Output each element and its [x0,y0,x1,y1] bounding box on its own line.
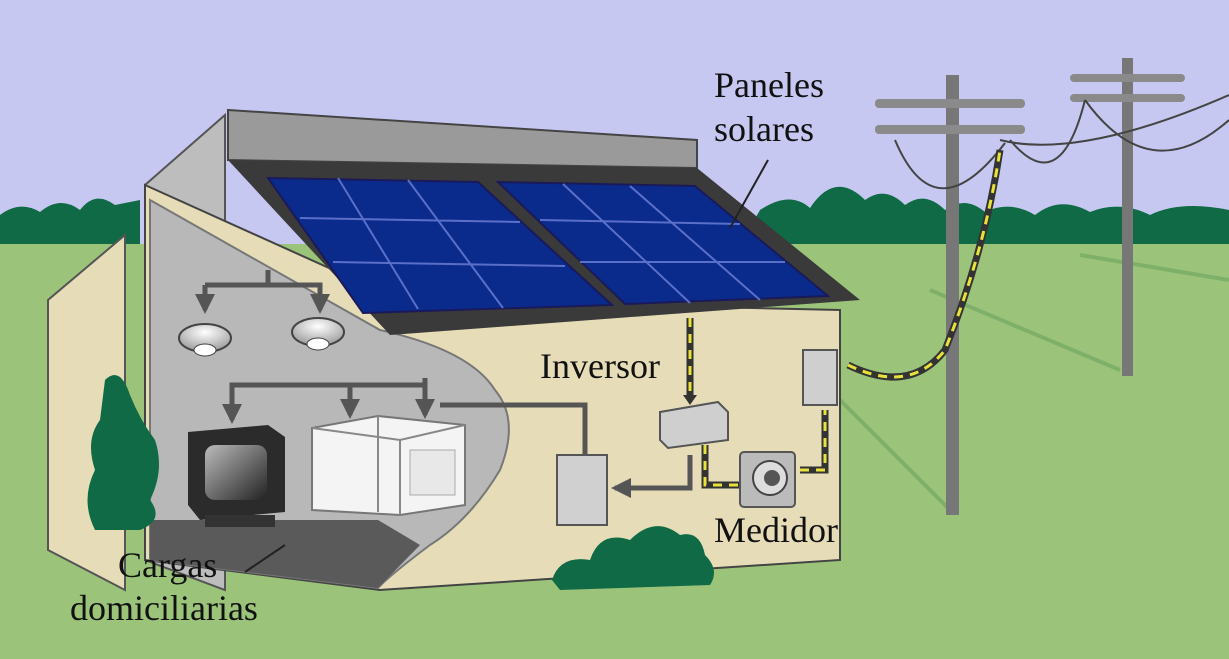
service-disconnect [802,349,838,406]
ceiling-lamp-left [178,323,232,357]
utility-poles [875,58,1229,515]
label-loads-line2: domiciliarias [70,588,258,628]
tree-line [0,186,1229,245]
shrub-front [552,526,714,590]
breaker-panel [556,454,608,526]
solar-panel-right [495,180,831,306]
shrub-left [87,375,159,530]
label-panels-line1: Paneles [714,65,824,105]
label-meter: Medidor [714,510,838,550]
electric-meter [739,451,796,508]
label-loads-line1: Cargas [118,545,217,585]
label-panels-line2: solares [714,109,814,149]
label-inverter: Inversor [540,346,660,386]
household-loads [178,270,588,527]
inverter-box [659,400,729,450]
ceiling-lamp-right [291,317,345,351]
solar-panels [266,176,831,315]
washer-dryer [311,414,466,517]
panels-leader-line [729,159,769,229]
loads-leader-line [244,544,286,573]
television [188,425,285,527]
